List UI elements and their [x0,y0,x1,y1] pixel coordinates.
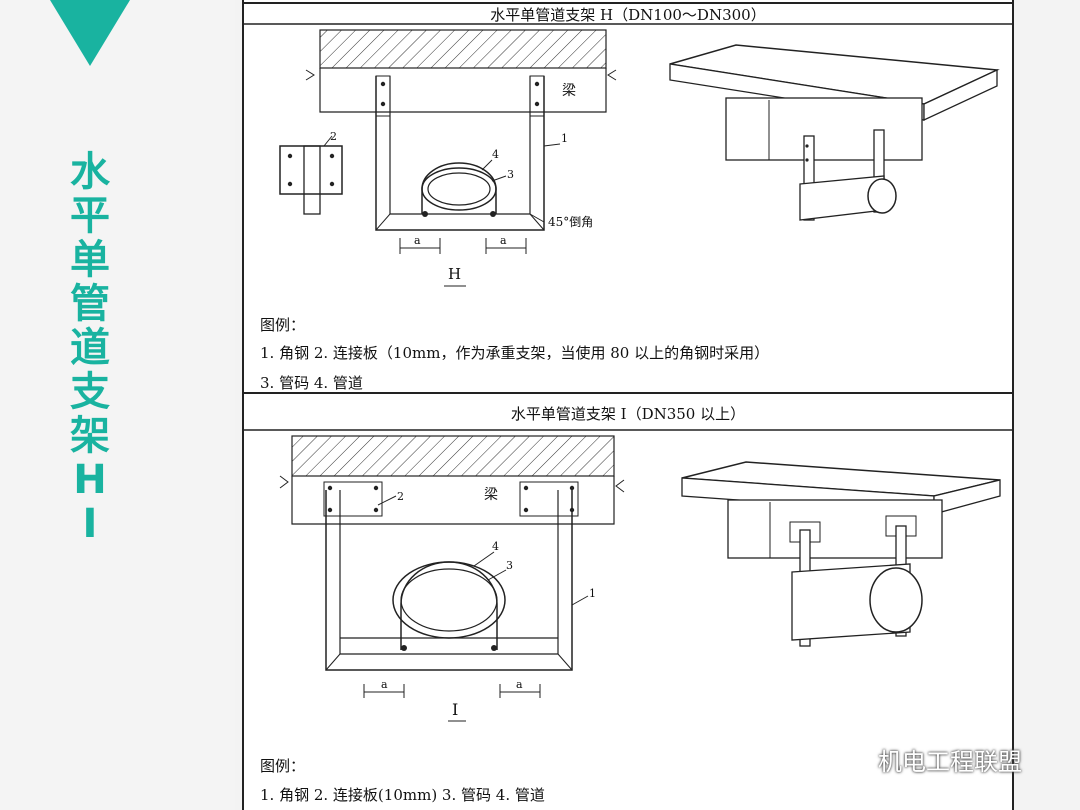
panel-i-front-view [279,435,625,722]
panel-h-plate-part-label: 2 [330,130,337,143]
panel-i-section-label: I [452,700,459,719]
vertical-title-char: 支 [70,369,110,415]
panel-h-chamfer-label: 45°倒角 [548,215,594,229]
drawing-sheet: 2 1 4 3 2 1 4 3 a a a a 水平单管道支架 H（DN100～… [242,0,1014,810]
vertical-title-char: 单 [70,237,110,283]
vertical-title-char: 管 [70,281,110,327]
panel-h-legend-line2: 3. 管码 4. 管道 [260,374,363,392]
vertical-title-char: 道 [70,325,110,371]
panel-h-front-view [305,29,617,287]
panel-i-legend-line: 1. 角钢 2. 连接板(10mm) 3. 管码 4. 管道 [260,786,545,804]
watermark-text: 机电工程联盟 [878,748,1022,776]
panel-i-part-3: 3 [506,559,513,572]
panel-h-dim-a-left: a [414,234,421,247]
technical-drawing: 2 1 4 3 2 1 4 3 a a a a [244,2,1012,722]
vertical-title-char: 水 [70,149,110,195]
panel-i-iso-view [681,461,1001,647]
panel-h-legend-line1: 1. 角钢 2. 连接板（10mm，作为承重支架，当使用 80 以上的角钢时采用… [260,344,770,362]
panel-i-legend-heading: 图例： [260,757,306,775]
panel-h-section-label: H [448,265,462,283]
panel-i-part-2: 2 [397,490,404,503]
wechat-icon [840,747,870,771]
panel-i-beam-label: 梁 [484,487,498,503]
vertical-title-char: 架 [70,413,110,459]
panel-h-beam-label: 梁 [562,83,576,99]
vertical-title-char: 平 [70,193,110,239]
panel-i-title: 水平单管道支架 I（DN350 以上） [510,405,746,423]
panel-i-part-4: 4 [492,540,499,553]
panel-h-legend-heading: 图例： [260,316,306,334]
panel-h-plate-detail [279,135,343,215]
panel-h-iso-view [669,44,1000,221]
vertical-title-char: H [73,457,107,503]
vertical-title-char: I [82,501,98,547]
panel-i-dim-a-left: a [381,678,388,691]
panel-i-part-1: 1 [589,587,596,600]
teal-triangle-icon [50,0,130,66]
panel-h-part-4: 4 [492,148,499,161]
panel-h-part-3: 3 [507,168,514,181]
panel-h-title: 水平单管道支架 H（DN100～DN300） [490,6,766,24]
watermark: 机电工程联盟 [840,742,1022,777]
panel-h-part-1: 1 [561,132,568,145]
panel-i-dim-a-right: a [516,678,523,691]
panel-h-dim-a-right: a [500,234,507,247]
